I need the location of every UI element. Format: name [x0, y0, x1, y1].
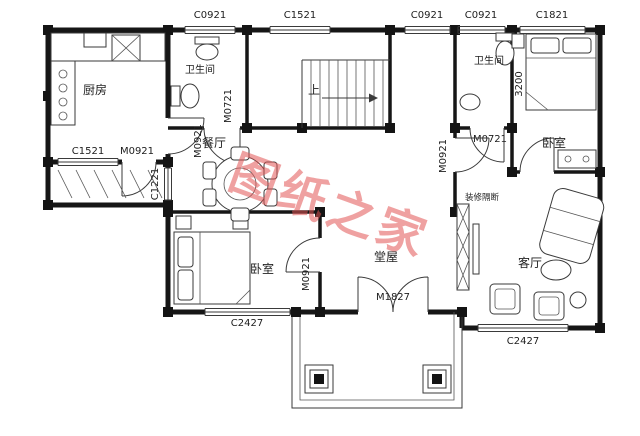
stairs: 上: [301, 59, 390, 128]
washbasin-icon: [459, 93, 481, 111]
window-label: C1821: [536, 10, 568, 21]
bathroom-top-fixtures: [170, 36, 220, 109]
dresser-icon: [557, 149, 597, 169]
door-bedroom-left: M0921: [285, 237, 321, 291]
bed-dimension-label: 3200: [514, 71, 525, 96]
coffee-table-icon: [540, 259, 572, 281]
door-label: M0921: [193, 124, 204, 158]
porch-column-right: [422, 364, 452, 394]
chair-icon: [230, 207, 250, 222]
toilet-icon: [170, 83, 200, 109]
nightstand-icon: [511, 33, 525, 49]
toilet-icon: [495, 32, 515, 66]
bedroom-left-label: 卧室: [250, 261, 274, 276]
stairs-arrow-head: [369, 93, 378, 103]
side-table-icon: [569, 291, 587, 309]
bed-icon: [525, 33, 597, 111]
window-label: C1221: [150, 168, 161, 200]
door-corridor-right: M0921: [438, 137, 490, 173]
door-label: M1827: [376, 292, 410, 303]
door-label: M0721: [223, 89, 234, 123]
door-label: M0921: [301, 257, 312, 291]
washbasin-icon: [195, 43, 219, 61]
burners-icon: [58, 69, 68, 121]
nightstand-icon: [175, 215, 192, 230]
window-dining-side: C1221: [150, 167, 172, 201]
door-label: M0921: [438, 139, 449, 173]
door-bedroom-right: [519, 137, 555, 173]
bed-icon: [173, 231, 251, 305]
living-label: 客厅: [518, 255, 542, 270]
bedroom-left-furniture: [173, 215, 251, 305]
window-top-3: C0921: [404, 10, 451, 34]
partition-label: 装修隔断: [465, 192, 500, 203]
sofa-icon: [539, 187, 605, 264]
chair-icon: [202, 161, 217, 180]
chair-icon: [230, 146, 250, 161]
terrace-hatch: [57, 169, 163, 199]
door-label: M0721: [473, 134, 507, 145]
bedroom-right-label: 卧室: [542, 135, 566, 150]
door-bathroom-right: M0721: [469, 127, 507, 163]
bathroom-top-label: 卫生间: [185, 63, 215, 76]
door-kitchen-dining: M0921: [167, 117, 205, 158]
window-kitchen-bottom: C1521: [57, 146, 119, 166]
window-label: C2427: [231, 318, 263, 329]
hall-label: 堂屋: [374, 250, 398, 264]
armchair-icon: [489, 283, 521, 315]
window-label: C0921: [194, 10, 226, 21]
window-label: C1521: [72, 146, 104, 157]
chair-icon: [202, 188, 217, 207]
dining-furniture: [202, 146, 278, 222]
living-room-furniture: [456, 187, 605, 321]
bathroom-right-label: 卫生间: [474, 54, 504, 67]
stairs-up-label: 上: [308, 83, 320, 97]
partition-icon: [456, 203, 470, 291]
window-living-bottom: C2427: [477, 324, 569, 347]
bathroom-right-fixtures: [459, 32, 515, 111]
porch: [291, 312, 463, 409]
porch-column-left: [304, 364, 334, 394]
window-label: C0921: [465, 10, 497, 21]
kitchen-label: 厨房: [83, 82, 107, 97]
chair-icon: [263, 188, 278, 207]
tv-icon: [472, 223, 480, 275]
window-top-1: C0921: [184, 10, 236, 34]
chair-icon: [263, 161, 278, 180]
range-hood-icon: [83, 32, 107, 48]
window-top-4: C0921: [457, 10, 506, 34]
dining-label: 餐厅: [202, 135, 226, 150]
sink-counter-icon: [194, 36, 220, 45]
door-entry-double: M1827: [357, 276, 429, 313]
kitchen-fixtures: [50, 32, 166, 126]
door-label: M0921: [120, 146, 154, 157]
bedroom-right-furniture: [511, 33, 597, 169]
window-bedroom-left-bottom: C2427: [204, 308, 291, 329]
window-label: C0921: [411, 10, 443, 21]
stove-icon: [111, 34, 141, 62]
armchair-icon: [533, 291, 565, 321]
window-label: C2427: [507, 336, 539, 347]
window-label: C1521: [284, 10, 316, 21]
window-top-2: C1521: [269, 10, 331, 34]
outer-walls: [45, 27, 603, 331]
room-labels: 厨房 卫生间 卫生间 餐厅 卧室 卧室 客厅 堂屋 装修隔断 3200: [83, 54, 566, 276]
